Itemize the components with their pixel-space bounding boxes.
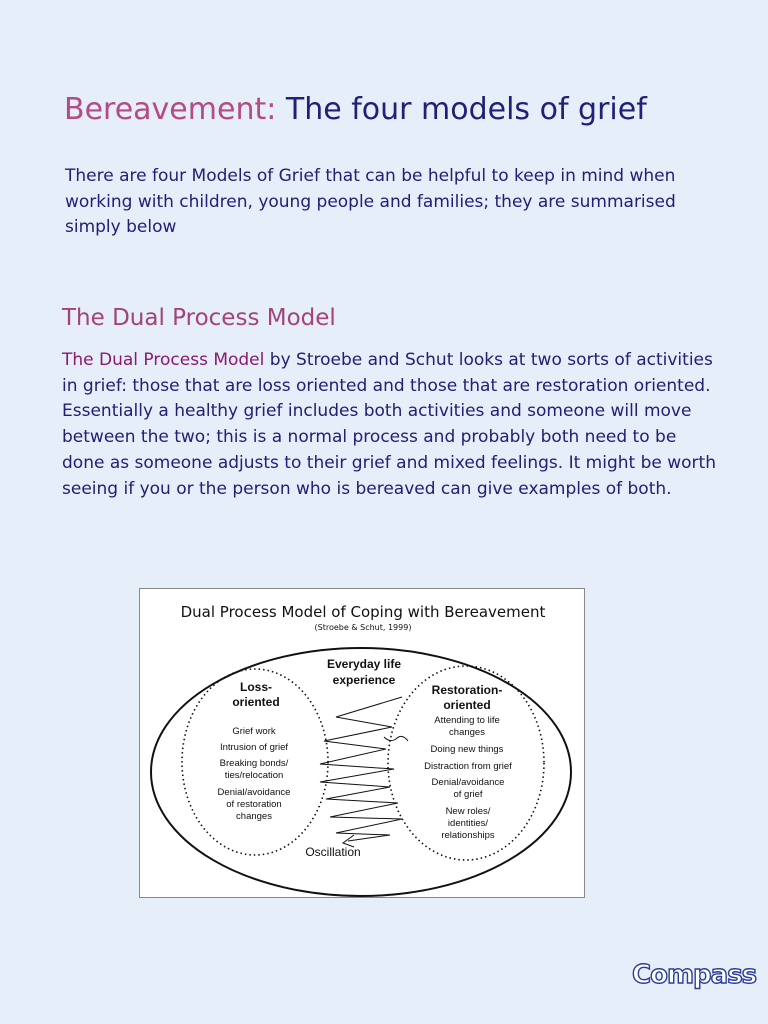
restoration-item: Doing new things [431,744,504,755]
oscillation-label: Oscillation [305,845,360,859]
page-title: Bereavement: The four models of grief [64,90,647,130]
oscillation-squiggle [383,735,409,742]
loss-item: Intrusion of grief [220,742,288,753]
center-label-line-1: Everyday life [327,657,401,671]
restoration-oriented-circle [387,665,545,861]
restoration-item: identities/ [448,818,488,829]
restoration-item: of grief [453,789,482,800]
section-heading: The Dual Process Model [62,305,336,331]
restoration-heading-line-1: Restoration- [432,683,503,697]
center-label-line-2: experience [333,673,396,687]
loss-item: of restoration [226,799,281,810]
loss-item: ties/relocation [225,770,284,781]
restoration-item: New roles/ [446,806,491,817]
section-body-text: by Stroebe and Schut looks at two sorts … [62,350,716,499]
section-body: The Dual Process Model by Stroebe and Sc… [62,348,722,502]
restoration-item: Distraction from grief [424,761,512,772]
loss-item: Denial/avoidance [218,787,291,798]
dual-process-model-link[interactable]: The Dual Process Model [62,350,265,370]
restoration-item: changes [449,727,485,738]
dual-process-diagram: Dual Process Model of Coping with Bereav… [139,588,585,898]
loss-item: Breaking bonds/ [220,758,289,769]
page-title-prefix: Bereavement: [64,92,277,127]
restoration-item: Denial/avoidance [432,777,505,788]
dual-process-diagram-svg: Dual Process Model of Coping with Bereav… [150,603,572,897]
compass-logo: Compass [631,959,758,990]
loss-heading-line-1: Loss- [240,680,272,694]
loss-heading-line-2: oriented [232,695,279,709]
outer-ellipse [150,647,572,897]
restoration-item: relationships [441,830,495,841]
oscillation-arrowhead [341,834,355,848]
loss-items: Grief work Intrusion of grief Breaking b… [218,726,291,822]
restoration-heading-line-2: oriented [443,698,490,712]
diagram-citation: (Stroebe & Schut, 1999) [315,623,412,632]
restoration-items: Attending to life changes Doing new thin… [424,715,512,841]
loss-item: changes [236,811,272,822]
page-title-main: The four models of grief [285,92,647,127]
intro-paragraph: There are four Models of Grief that can … [65,166,676,237]
oscillation-zigzag [319,696,403,842]
loss-item: Grief work [232,726,276,737]
diagram-title: Dual Process Model of Coping with Bereav… [181,603,546,621]
restoration-item: Attending to life [434,715,500,726]
